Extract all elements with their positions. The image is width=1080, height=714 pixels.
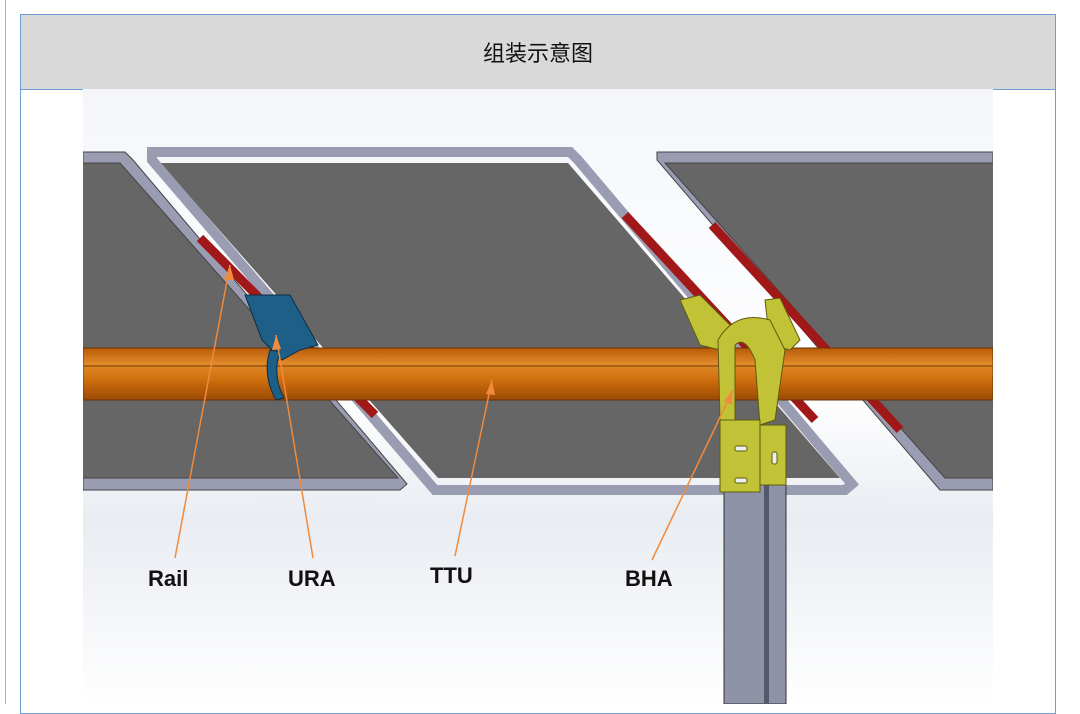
leader-line-ura xyxy=(275,334,314,559)
label-ura: URA xyxy=(288,566,336,591)
torque-tube xyxy=(83,347,993,401)
leader-line-rail xyxy=(174,264,231,559)
arrowhead-icon xyxy=(486,380,495,395)
assembly-diagram: Rail URA TTU BHA xyxy=(83,89,993,704)
leader-arrowheads xyxy=(224,265,733,405)
arrowhead-icon xyxy=(724,390,733,405)
label-ttu: TTU xyxy=(430,563,473,588)
label-bha: BHA xyxy=(625,566,673,591)
leader-line-bha xyxy=(651,389,734,561)
arrowhead-icon xyxy=(272,335,281,350)
table-header: 组装示意图 xyxy=(21,15,1055,90)
leader-line-ttu xyxy=(454,379,493,557)
table-title: 组装示意图 xyxy=(482,42,593,67)
label-rail: Rail xyxy=(148,566,188,591)
bha-bracket xyxy=(679,294,801,493)
page-margin-line xyxy=(5,0,6,704)
arrowhead-icon xyxy=(224,265,234,280)
ura-clamp xyxy=(244,294,319,401)
leader-lines xyxy=(174,264,734,561)
